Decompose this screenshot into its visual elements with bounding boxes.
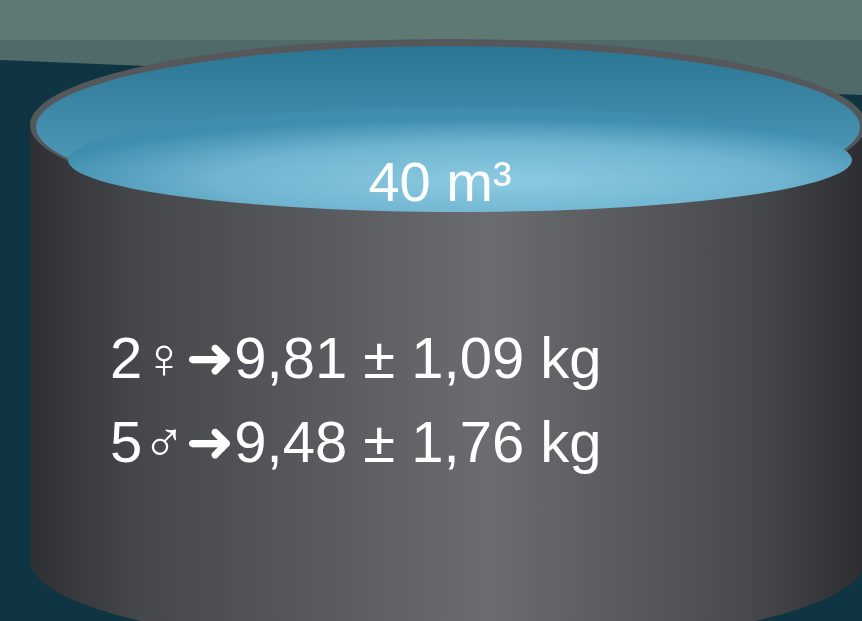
tank-rim xyxy=(30,39,862,211)
tank-wall xyxy=(30,125,862,621)
background-band xyxy=(0,0,862,40)
tank-node: 40 m³ 2♀➜9,81 ± 1,09 kg 5♂➜9,48 ± 1,76 kg xyxy=(30,40,862,621)
water-surface xyxy=(68,108,852,212)
weight-label: 5♂➜9,48 ± 1,76 kg xyxy=(110,413,602,471)
weight-label: 2♀➜9,81 ± 1,09 kg xyxy=(110,329,602,387)
volume-label: 40 m³ xyxy=(368,154,511,210)
